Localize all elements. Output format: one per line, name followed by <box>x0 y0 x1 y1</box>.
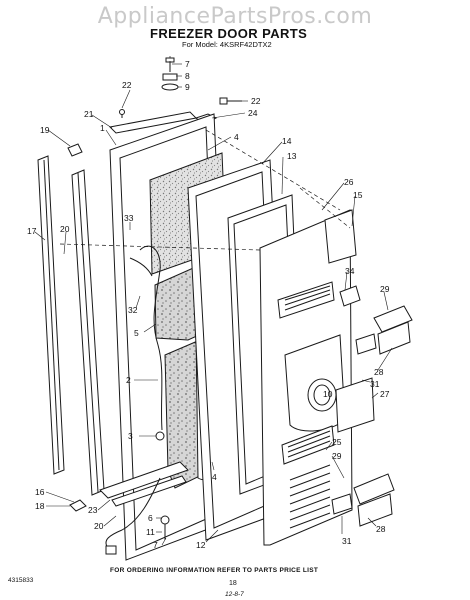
side-trim <box>37 155 65 475</box>
callout-leaders <box>34 63 393 546</box>
callout-29-upper: 29 <box>380 284 390 294</box>
callout-2: 2 <box>126 375 131 385</box>
callout-4-top: 4 <box>234 132 239 142</box>
callout-15: 15 <box>353 190 363 200</box>
page-number: 18 <box>229 580 237 587</box>
wire-harness <box>129 245 165 441</box>
callout-8: 8 <box>185 71 190 81</box>
page-code: 12-8-7 <box>225 591 244 598</box>
callout-22-right: 22 <box>251 96 261 106</box>
document-number: 4315833 <box>8 577 34 584</box>
callout-18: 18 <box>35 501 45 511</box>
top-hinge-bushing <box>162 73 178 81</box>
door-frame-left-rail <box>71 169 105 496</box>
callout-17: 17 <box>27 226 37 236</box>
callout-5: 5 <box>134 328 139 338</box>
callout-32: 32 <box>128 305 138 315</box>
shelf-bracket <box>339 285 361 307</box>
callout-1: 1 <box>100 123 105 133</box>
callout-10: 10 <box>323 389 333 399</box>
dispenser-housing <box>335 377 375 433</box>
callout-23: 23 <box>88 505 98 515</box>
callout-33: 33 <box>124 213 134 223</box>
callout-labels: 7 8 9 22 22 24 21 1 4 19 14 13 26 15 33 … <box>27 59 390 550</box>
bottom-hinge <box>69 461 189 512</box>
callout-24: 24 <box>248 108 258 118</box>
callout-16: 16 <box>35 487 45 497</box>
top-hinge-washer <box>161 83 179 91</box>
watermark: AppliancePartsPros.com <box>97 4 373 29</box>
leader-dashes <box>59 56 351 251</box>
callout-26: 26 <box>344 177 354 187</box>
power-cord <box>105 477 170 555</box>
callout-14: 14 <box>282 136 292 146</box>
callout-31-upper: 31 <box>370 379 380 389</box>
callout-20-lower: 20 <box>94 521 104 531</box>
callout-21: 21 <box>84 109 94 119</box>
callout-11: 11 <box>146 527 155 537</box>
screw-22-right <box>219 97 242 105</box>
callout-4-bottom: 4 <box>212 472 217 482</box>
callout-28-upper: 28 <box>374 367 384 377</box>
door-liner <box>259 209 357 546</box>
door-bin-lower <box>331 473 395 527</box>
callout-20-upper: 20 <box>60 224 70 234</box>
callout-3: 3 <box>128 431 133 441</box>
callout-6: 6 <box>148 513 153 523</box>
callout-13: 13 <box>287 151 297 161</box>
callout-34: 34 <box>345 266 355 276</box>
callout-31-lower: 31 <box>342 536 352 546</box>
callout-7-bottom: 7 <box>153 540 158 550</box>
callout-9: 9 <box>185 82 190 92</box>
door-bin-upper <box>355 305 413 355</box>
callout-19: 19 <box>40 125 50 135</box>
trim-cap <box>67 143 83 157</box>
callout-22-left: 22 <box>122 80 132 90</box>
callout-27: 27 <box>380 389 390 399</box>
callout-7-top: 7 <box>185 59 190 69</box>
diagram-title: FREEZER DOOR PARTS <box>150 26 308 41</box>
callout-29-lower: 29 <box>332 451 342 461</box>
callout-12: 12 <box>196 540 206 550</box>
model-line: For Model: 4KSRF42DTX2 <box>182 40 272 49</box>
ordering-info: FOR ORDERING INFORMATION REFER TO PARTS … <box>110 567 319 574</box>
callout-25: 25 <box>332 437 342 447</box>
callout-28-lower: 28 <box>376 524 386 534</box>
